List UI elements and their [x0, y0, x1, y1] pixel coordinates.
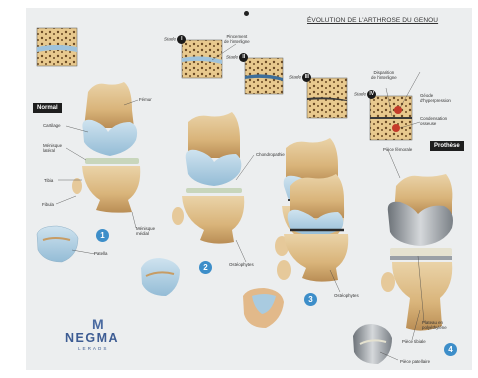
label-piece-femorale: Pièce fémorale: [383, 147, 412, 152]
label-condensation: Condensation osseuse: [420, 116, 447, 126]
label-geode: Géode d'hyperpression: [420, 93, 451, 103]
label-cartilage: Cartilage: [43, 123, 61, 128]
stade-4-inset: [370, 96, 412, 140]
stade-4-badge: IV: [367, 90, 376, 99]
label-fibula: Fibula: [42, 202, 54, 207]
patella-normal: [37, 226, 78, 262]
patella-prosthesis: [353, 324, 392, 364]
number-1: 1: [96, 229, 109, 242]
number-3: 3: [304, 293, 317, 306]
stade-3-badge: III: [302, 73, 311, 82]
knee-prosthesis: [381, 174, 453, 331]
stade-4-label: Stade IV: [354, 90, 376, 99]
number-2: 2: [199, 261, 212, 274]
label-osteophytes-2: Ostéophytes: [334, 293, 359, 298]
label-menisque-medial: Ménisque médial: [136, 226, 155, 236]
logo-sub: LERADS: [78, 346, 108, 351]
label-piece-patellaire: Pièce patellaire: [400, 359, 430, 364]
number-4: 4: [444, 343, 457, 356]
label-chondropathie: Chondropathie: [256, 152, 285, 157]
label-patella: Patella: [94, 251, 107, 256]
label-disparition: Disparition de l'interligne: [371, 70, 397, 80]
patella-stade-1: [141, 258, 180, 296]
label-piece-tibiale: Pièce tibiale: [402, 339, 426, 344]
stade-3-label: Stade III: [289, 73, 311, 82]
knee-stade-1: [172, 40, 244, 244]
logo-name: NEGMA: [65, 331, 119, 345]
normal-tag: Normal: [33, 103, 62, 113]
patella-stade-2: [243, 288, 284, 328]
label-pincement: Pincement de l'interligne: [224, 34, 250, 44]
stade-2-label: Stade II: [226, 53, 248, 62]
label-plateau: Plateau en polyéthylène: [422, 320, 447, 330]
prothese-tag: Prothèse: [430, 141, 464, 151]
label-femur: Fémur: [139, 97, 152, 102]
stade-2-badge: II: [239, 53, 248, 62]
stade-1-label: Stade I: [164, 35, 186, 44]
label-tibia: Tibia: [44, 178, 53, 183]
label-menisque-lateral: Ménisque latéral: [43, 143, 62, 153]
knee-normal: [37, 28, 140, 213]
stade-1-badge: I: [177, 35, 186, 44]
label-osteophytes-1: Ostéophytes: [229, 262, 254, 267]
logo-mark: M: [92, 316, 104, 332]
